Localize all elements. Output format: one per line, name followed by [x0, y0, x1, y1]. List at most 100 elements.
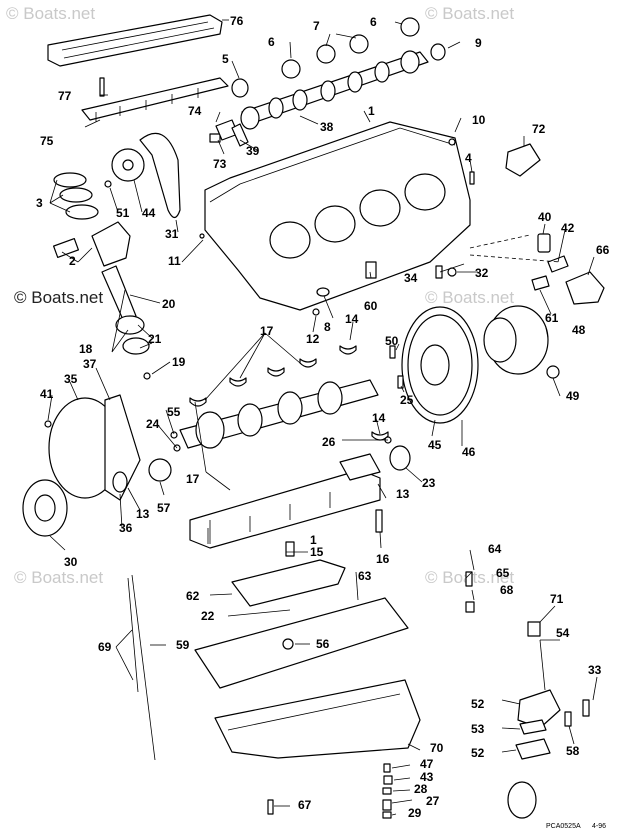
callout-52-upper: 52 — [471, 697, 485, 711]
callout-66: 66 — [596, 243, 610, 257]
bolt-51 — [104, 180, 112, 188]
callout-38: 38 — [320, 120, 334, 134]
cam-bearing-6-top — [400, 17, 420, 37]
cam-bearing-6 — [281, 59, 301, 79]
callout-2: 2 — [69, 254, 76, 268]
watermark-mid-right: © Boats.net — [425, 288, 514, 307]
callout-20: 20 — [162, 297, 176, 311]
drawing-code: PCA0525A 4-96 — [546, 823, 606, 830]
callout-15: 15 — [310, 545, 324, 559]
dipstick-59 — [131, 574, 156, 761]
fitting-40 — [537, 233, 551, 253]
callout-12: 12 — [306, 332, 320, 346]
piston-2 — [91, 221, 131, 267]
callout-62: 62 — [186, 589, 200, 603]
callout-51: 51 — [116, 206, 130, 220]
callout-61: 61 — [545, 311, 559, 325]
callout-32: 32 — [475, 266, 489, 280]
drain-plug-67 — [267, 799, 274, 815]
callout-40: 40 — [538, 210, 552, 224]
main-bearing-14 — [339, 345, 357, 355]
bolt-33 — [582, 699, 590, 717]
leader-lines — [47, 19, 598, 816]
cam-lobe — [347, 71, 363, 93]
callout-10: 10 — [472, 113, 486, 127]
bolt-77 — [99, 77, 105, 97]
watermark-bottom-left: © Boats.net — [14, 568, 103, 587]
callout-44: 44 — [142, 206, 156, 220]
dowel-11 — [199, 233, 205, 239]
callout-49: 49 — [566, 389, 580, 403]
timing-gasket-37 — [104, 394, 141, 501]
callout-74: 74 — [188, 104, 202, 118]
callout-60: 60 — [364, 299, 378, 313]
callout-56: 56 — [316, 637, 330, 651]
callout-1-block: 1 — [368, 104, 375, 118]
callout-64: 64 — [488, 542, 502, 556]
bolt-15 — [285, 541, 295, 557]
plug-12 — [312, 308, 320, 316]
callout-48: 48 — [572, 323, 586, 337]
main-bearing-upper — [267, 367, 285, 377]
callout-3: 3 — [36, 196, 43, 210]
callout-39: 39 — [246, 144, 260, 158]
cylinder-bore — [314, 205, 356, 243]
callout-24: 24 — [146, 417, 160, 431]
cam-lobe — [320, 80, 336, 102]
rod-bearing-21 — [115, 315, 145, 335]
callout-29: 29 — [408, 806, 422, 820]
flywheel-hub-45 — [420, 344, 450, 386]
main-bearing-upper — [229, 377, 247, 387]
bearing-cap-13 — [339, 453, 381, 481]
callout-18: 18 — [79, 342, 93, 356]
callout-30: 30 — [64, 555, 78, 569]
pickup-screen — [507, 781, 537, 819]
rear-seal-23 — [389, 445, 411, 471]
callout-63: 63 — [358, 569, 372, 583]
rod-cap-18 — [122, 337, 150, 355]
stud-16 — [375, 509, 383, 533]
windage-tray-62 — [231, 559, 346, 607]
callout-57: 57 — [157, 501, 171, 515]
callout-13-bearing: 13 — [396, 487, 410, 501]
dipstick-tube-69 — [127, 577, 139, 693]
shaft-71 — [527, 621, 541, 637]
bolt-41 — [44, 420, 52, 428]
callout-16: 16 — [376, 552, 390, 566]
callout-71: 71 — [550, 592, 564, 606]
cam-plug-9 — [430, 43, 446, 61]
cylinder-bore — [269, 221, 311, 259]
callout-8: 8 — [324, 320, 331, 334]
sensor-72 — [505, 143, 541, 177]
wrist-pin — [53, 237, 79, 259]
oil-pump-52 — [517, 689, 561, 729]
callout-17-lower: 17 — [186, 472, 200, 486]
callout-53: 53 — [471, 722, 485, 736]
cam-bearing-7a — [316, 44, 336, 64]
main-bearing-upper — [189, 397, 207, 407]
callout-34: 34 — [404, 271, 418, 285]
plug-8 — [316, 287, 330, 297]
callout-7: 7 — [313, 19, 320, 33]
callout-42: 42 — [561, 221, 575, 235]
callout-43: 43 — [420, 770, 434, 784]
washer-28 — [382, 787, 392, 795]
nut-56 — [282, 638, 294, 650]
callout-25: 25 — [400, 393, 414, 407]
gasket-53 — [519, 719, 547, 735]
cam-lobe — [374, 61, 390, 83]
spacer-68 — [465, 601, 475, 613]
callout-76: 76 — [230, 14, 244, 28]
cam-lobe — [400, 50, 420, 74]
callout-33: 33 — [588, 663, 602, 677]
nut-43 — [383, 775, 393, 785]
callout-52-lower: 52 — [471, 746, 485, 760]
washer-47 — [383, 763, 391, 773]
callout-35: 35 — [64, 372, 78, 386]
callout-17-upper: 17 — [260, 324, 274, 338]
callout-41: 41 — [40, 387, 54, 401]
bolt-58 — [564, 711, 572, 727]
callout-19: 19 — [172, 355, 186, 369]
cam-lobe — [268, 97, 284, 119]
